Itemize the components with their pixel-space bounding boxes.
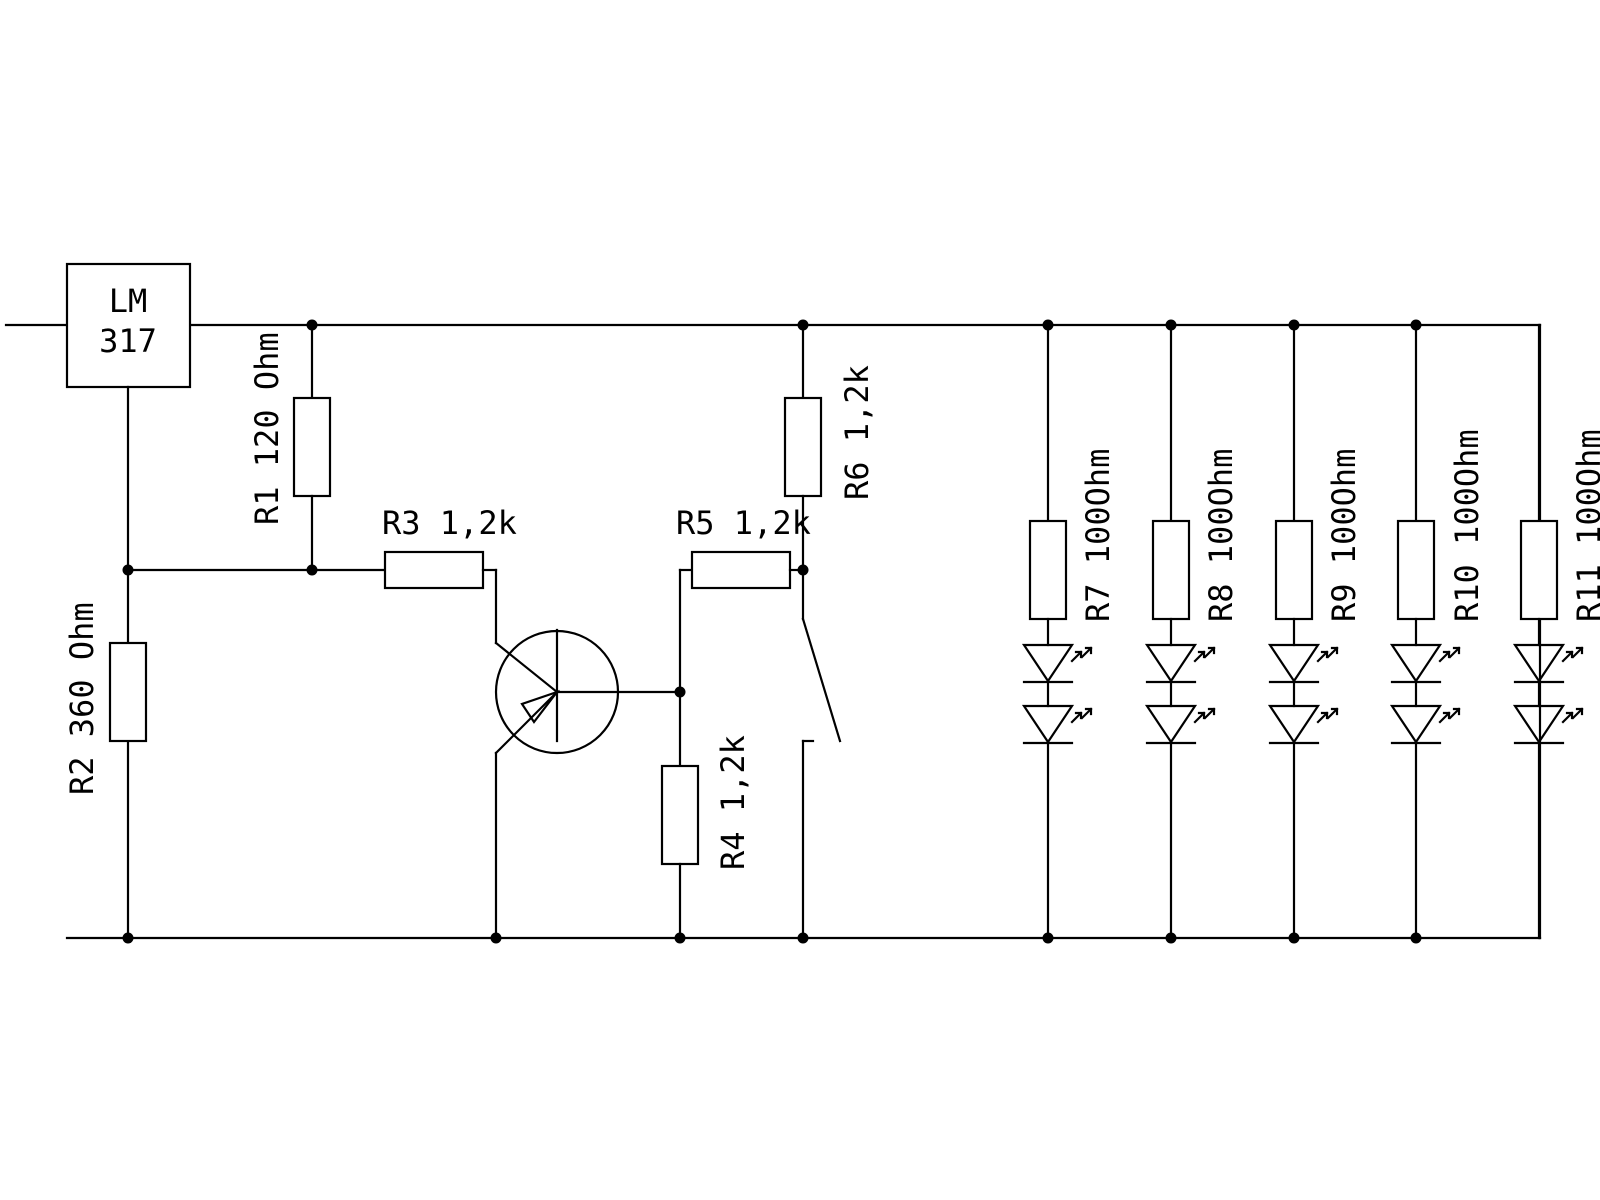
resistor-r4 (660, 690, 700, 940)
junction-dot (1288, 932, 1300, 944)
led-r9-1 (1267, 643, 1339, 684)
adj-wire (126, 385, 387, 940)
led-branches (1021, 323, 1584, 940)
led-r7-2 (1021, 704, 1093, 745)
junction-dot (674, 932, 686, 944)
resistor-r8 (1151, 519, 1191, 621)
lm317-regulator: LM 317 (65, 262, 192, 389)
led-r7-1 (1021, 643, 1093, 684)
led-r11-1 (1512, 643, 1584, 684)
junction-dot (306, 319, 318, 331)
junction-dot (1165, 319, 1177, 331)
led-branch-r7 (1021, 323, 1093, 940)
junction-dot (122, 564, 134, 576)
junction-dot (490, 932, 502, 944)
resistor-r11-label: R11 100Ohm (1570, 429, 1600, 622)
resistor-r2-label: R2 360 Ohm (63, 602, 101, 795)
resistor-r6-label: R6 1,2k (838, 365, 876, 500)
led-r11-2 (1512, 704, 1584, 745)
resistor-r3-label: R3 1,2k (382, 504, 517, 542)
resistor-r5-label: R5 1,2k (676, 504, 811, 542)
resistor-r1-label: R1 120 Ohm (248, 332, 286, 525)
led-r10-2 (1389, 704, 1461, 745)
junction-dot (797, 319, 809, 331)
junction-dot (122, 932, 134, 944)
junction-dot (797, 564, 809, 576)
junction-dot (674, 686, 686, 698)
switch (801, 617, 842, 940)
led-branch-r9 (1267, 323, 1339, 940)
resistor-r10-label: R10 100Ohm (1448, 429, 1486, 622)
junction-dot (1042, 319, 1054, 331)
junction-dot (1288, 319, 1300, 331)
resistor-r2 (108, 641, 148, 743)
resistor-r7-label: R7 100Ohm (1079, 449, 1117, 622)
junction-dot (797, 932, 809, 944)
regulator-label-line1: LM (109, 282, 148, 320)
resistor-r9-label: R9 100Ohm (1325, 449, 1363, 622)
junction-dots (122, 319, 1422, 944)
led-r8-2 (1144, 704, 1216, 745)
resistor-r5 (678, 550, 805, 694)
junction-dot (1410, 932, 1422, 944)
led-r10-1 (1389, 643, 1461, 684)
resistor-r7 (1028, 519, 1068, 621)
regulator-label-line2: 317 (99, 322, 157, 360)
resistor-r9 (1274, 519, 1314, 621)
resistor-r6 (783, 323, 823, 621)
junction-dot (1410, 319, 1422, 331)
resistor-r3 (383, 550, 485, 590)
led-r8-1 (1144, 643, 1216, 684)
junction-dot (1165, 932, 1177, 944)
led-r9-2 (1267, 704, 1339, 745)
resistor-r11 (1519, 519, 1559, 621)
led-branch-r8 (1144, 323, 1216, 940)
led-branch-r10 (1389, 323, 1461, 940)
resistor-r4-label: R4 1,2k (714, 735, 752, 870)
junction-dot (306, 564, 318, 576)
junction-dot (1042, 932, 1054, 944)
npn-transistor (481, 568, 682, 940)
resistor-r8-label: R8 100Ohm (1202, 449, 1240, 622)
led-branch-r11 (1512, 323, 1584, 940)
resistor-r10 (1396, 519, 1436, 621)
resistor-r1 (292, 323, 332, 572)
